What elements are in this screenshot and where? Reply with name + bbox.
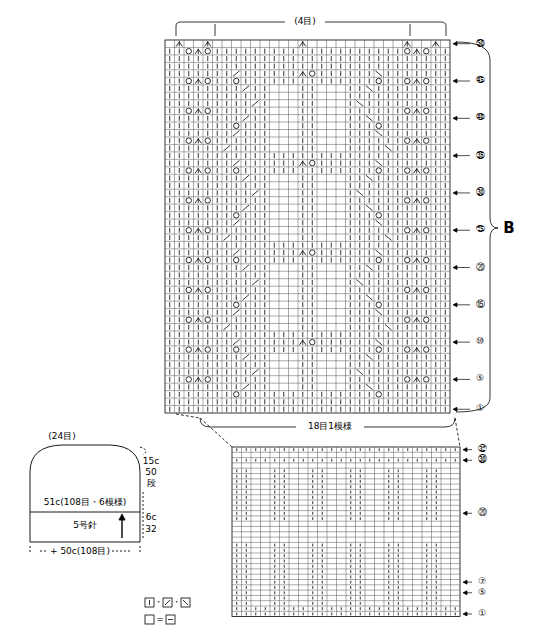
row-number: ⑳ [476, 263, 485, 273]
bracket-lines [176, 22, 498, 447]
row-number: ㊺ [476, 76, 485, 86]
chart-label: 段 [147, 479, 156, 489]
row-arrows [453, 42, 472, 616]
ribbing-grid [232, 447, 460, 617]
chart-label: B [503, 220, 514, 237]
row-number: ⑮ [476, 300, 485, 310]
chart-label: 51c(108目・6模様) [44, 498, 126, 508]
chart-label: 6c [146, 513, 157, 523]
row-number: ㉚ [476, 188, 485, 198]
chart-label: 32 [145, 525, 156, 535]
row-number: ㉟ [476, 151, 485, 161]
chart-label: (24目) [48, 432, 75, 442]
chart-label: (4目) [294, 17, 316, 27]
row-number: ㊿ [476, 39, 485, 49]
row-number: ⑤ [478, 588, 486, 598]
chart-label: 5号針 [73, 521, 97, 531]
row-number: ㊵ [476, 113, 485, 123]
chart-label: + 50c(108目) [50, 547, 110, 557]
chart-label: 50 [145, 468, 156, 478]
row-number: ⑤ [476, 374, 484, 384]
row-number: ⑩ [476, 337, 484, 347]
chart-label: ・ [172, 598, 181, 608]
row-number: ⑦ [478, 577, 486, 587]
hat-schematic [30, 445, 146, 552]
chart-label: ・ [154, 598, 163, 608]
row-number: ⑳ [478, 508, 487, 518]
row-number: ㉕ [476, 225, 485, 235]
row-number: ㉜ [478, 445, 487, 455]
pattern-grid [165, 40, 450, 413]
legend-text: = [156, 615, 164, 625]
row-number: ㉚ [478, 455, 487, 465]
row-number: ① [478, 609, 486, 619]
legend-symbols [145, 598, 190, 624]
chart-label: 15c [143, 457, 159, 467]
chart-label: 18目1模様 [308, 422, 352, 432]
row-number: ① [476, 404, 484, 414]
